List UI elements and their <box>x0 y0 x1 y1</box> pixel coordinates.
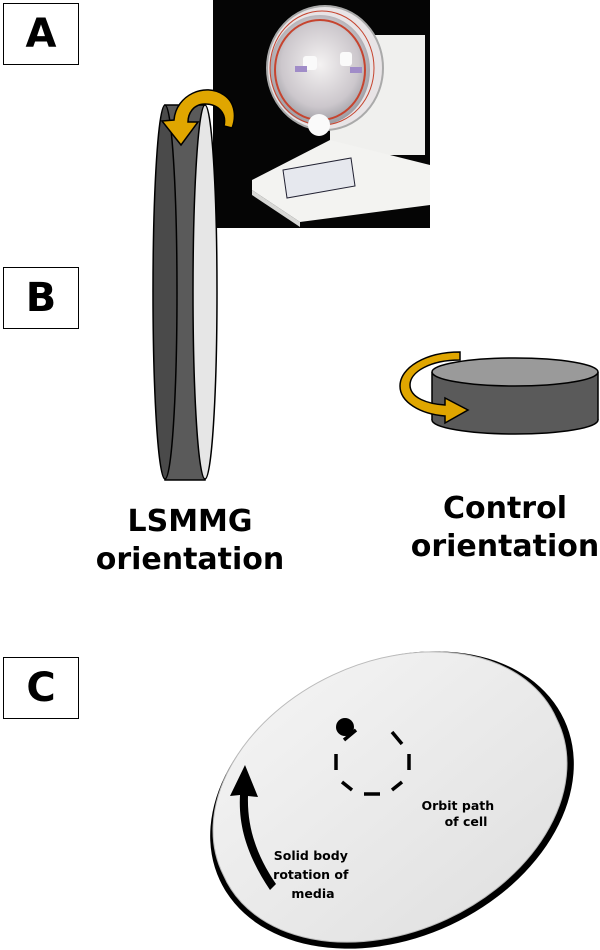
control-caption-line1: Control <box>442 491 567 526</box>
panel-label-c: C <box>3 657 79 719</box>
lsmmg-caption-line1: LSMMG <box>127 504 253 539</box>
orbit-path-arrows <box>334 728 411 796</box>
rotation-label: Solid body rotation of media <box>273 848 353 901</box>
bioreactor-photo <box>213 0 430 228</box>
rotating-disc <box>210 651 574 949</box>
control-rotation-arrow <box>399 351 470 425</box>
orbit-label: Orbit path of cell <box>422 798 499 829</box>
panel-label-a: A <box>3 3 79 65</box>
panel-label-b: B <box>3 267 79 329</box>
lsmmg-caption: LSMMG orientation <box>95 503 285 578</box>
lsmmg-caption-line2: orientation <box>95 541 285 577</box>
media-rotation-arrow <box>230 765 276 890</box>
control-caption-line2: orientation <box>410 528 600 564</box>
lsmmg-cylinder <box>152 104 218 481</box>
lsmmg-rotation-arrow <box>160 89 236 147</box>
cell-dot <box>336 718 354 736</box>
control-cylinder <box>431 357 599 435</box>
control-caption: Control orientation <box>410 490 600 565</box>
